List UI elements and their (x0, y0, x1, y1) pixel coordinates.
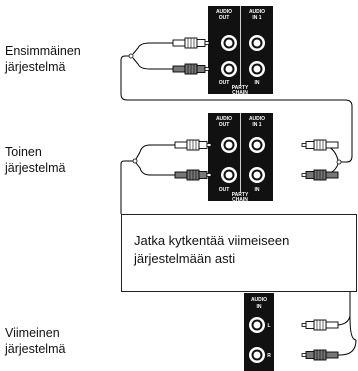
jack-first-out-white (221, 35, 237, 51)
panel-last-header-1: AUDIO (251, 297, 267, 303)
panel-first-footer-party: PARTY (232, 85, 249, 91)
panel-second-col1-header-2: OUT (219, 122, 230, 128)
panel-last-header-2: IN (257, 304, 262, 310)
callout-text: Jatka kytkentää viimeiseen järjestelmään… (134, 232, 289, 268)
jack-second-out-white (221, 137, 237, 153)
label-first-system-line1: Ensimmäinen (5, 44, 81, 58)
panel-first-col2-header-2: IN 1 (252, 15, 261, 21)
panel-second-system: AUDIO OUT AUDIO IN 1 OUT IN PARTY CHAIN (208, 113, 273, 203)
cable-b-junction-left (132, 158, 138, 164)
label-second-system-line1: Toinen (5, 145, 42, 159)
jack-last-r (249, 347, 265, 363)
plug-second-out-red (174, 169, 212, 181)
panel-first-col1-header-2: OUT (219, 15, 230, 21)
panel-second-footer-chain: CHAIN (232, 197, 248, 203)
cable-a-junction-right (336, 159, 342, 165)
jack-last-l (249, 317, 265, 333)
jack-first-out-red (221, 61, 237, 77)
label-last-system-line1: Viimeinen (5, 326, 60, 340)
panel-second-col2-header-2: IN 1 (252, 122, 261, 128)
cable-c-red-lead (302, 339, 357, 356)
cable-b-white-lead (135, 144, 175, 160)
panel-second-footer-in: IN (255, 187, 260, 193)
panel-first-footer-out: OUT (219, 80, 230, 86)
panel-first-footer-in: IN (255, 80, 260, 86)
cable-b-trunk (120, 160, 134, 214)
jack-second-in-red (249, 167, 265, 183)
plug-second-out-white (174, 139, 212, 151)
callout-box: Jatka kytkentää viimeiseen järjestelmään… (121, 214, 357, 292)
panel-first-system: AUDIO OUT AUDIO IN 1 OUT IN PARTY CHAIN (208, 6, 273, 96)
jack-second-in-white (249, 137, 265, 153)
panel-first-col1-header-1: AUDIO (216, 9, 232, 15)
label-last-system: Viimeinen järjestelmä (5, 325, 65, 357)
label-second-system-line2: järjestelmä (5, 161, 66, 175)
cable-a-white-lead (132, 42, 173, 55)
panel-last-system: AUDIO IN L R (244, 293, 274, 371)
label-last-system-line2: järjestelmä (5, 342, 66, 356)
panel-second-col2-header-1: AUDIO (249, 116, 265, 122)
cable-a-red-lead (132, 57, 173, 70)
cable-b-red-lead (135, 162, 175, 176)
jack-second-out-red (221, 167, 237, 183)
cable-a-junction-left (128, 53, 134, 59)
panel-second-col1-header-1: AUDIO (216, 116, 232, 122)
plug-last-l (301, 319, 339, 331)
callout-line2: järjestelmään asti (134, 251, 236, 266)
callout-line1: Jatka kytkentää viimeiseen (134, 233, 290, 248)
plug-last-r (301, 349, 339, 361)
panel-first-footer-chain: CHAIN (232, 90, 248, 96)
label-first-system: Ensimmäinen järjestelmä (5, 43, 81, 75)
panel-second-footer-party: PARTY (232, 192, 249, 198)
panel-last-jack-r-label: R (267, 353, 271, 359)
label-first-system-line2: järjestelmä (5, 60, 66, 74)
panel-first-col2-header-1: AUDIO (249, 9, 265, 15)
cable-a-trunk (120, 55, 353, 163)
label-second-system: Toinen järjestelmä (5, 144, 65, 176)
jack-first-in-white (249, 35, 265, 51)
panel-second-footer-out: OUT (219, 187, 230, 193)
plug-second-in-white (301, 139, 339, 151)
plug-first-out-white (172, 37, 210, 49)
plug-first-out-red (172, 63, 210, 75)
cable-c-trunk (349, 292, 357, 341)
panel-last-jack-l-label: L (267, 323, 270, 329)
jack-first-in-red (249, 61, 265, 77)
